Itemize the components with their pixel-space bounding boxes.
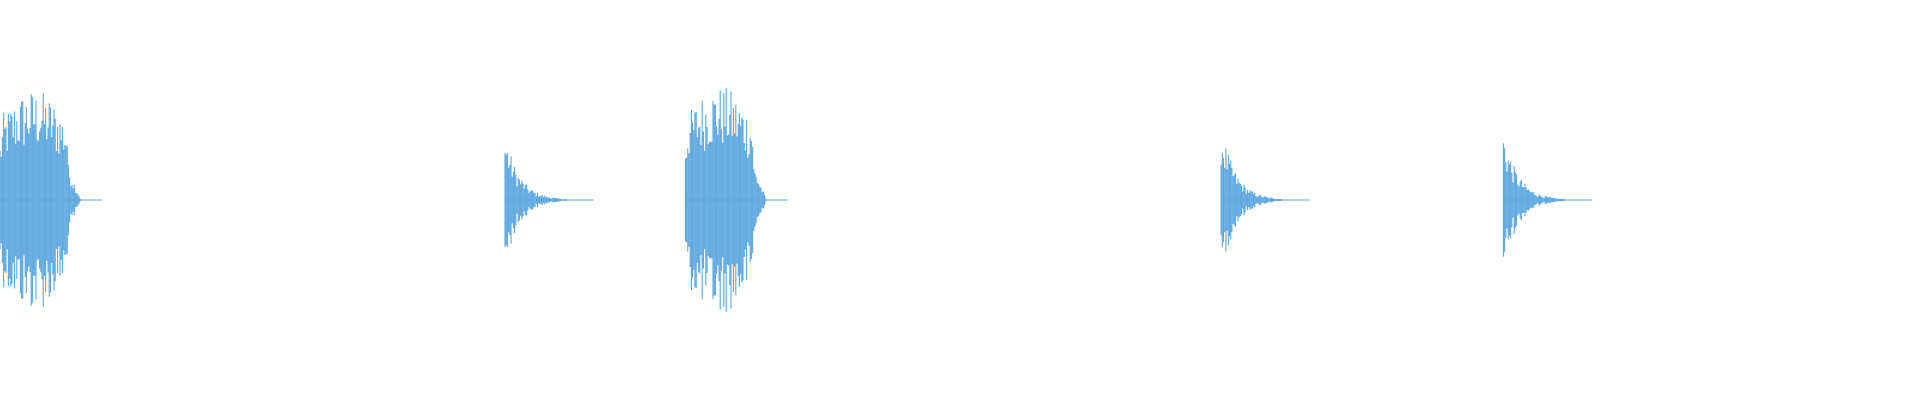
waveform-clips [0,88,1593,312]
waveform-clip-5[interactable] [1502,143,1593,257]
waveform-clip-1[interactable] [0,93,103,307]
waveform-clip-4[interactable] [1220,148,1310,252]
waveform-clip-3[interactable] [684,88,788,312]
waveform-clip-2[interactable] [504,153,594,247]
